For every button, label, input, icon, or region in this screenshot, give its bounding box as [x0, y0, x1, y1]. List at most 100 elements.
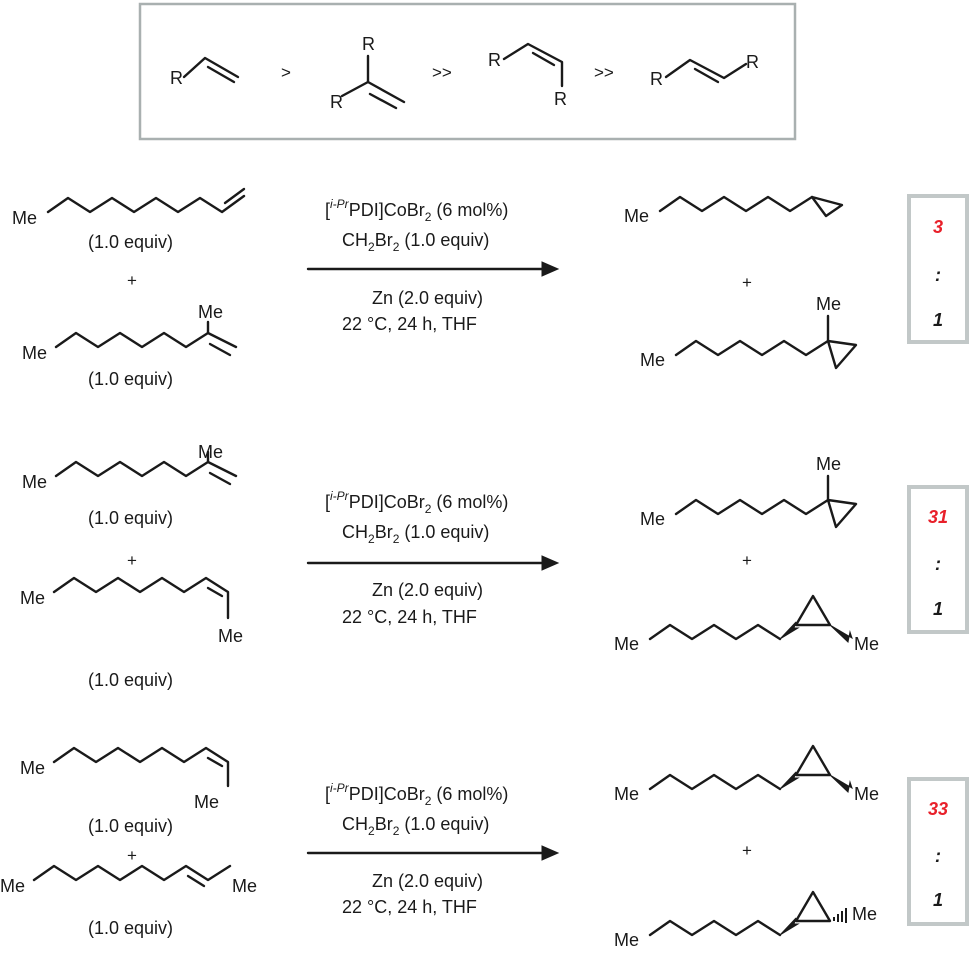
reaction-2: Me Me (1.0 equiv) + Me Me (1.0 equiv) [i…: [20, 442, 969, 690]
product-methylpentylcyclopropane: Me Me: [640, 294, 858, 370]
methyl-label: Me: [22, 472, 47, 492]
methyl-label: Me: [640, 509, 665, 529]
methyl-label: Me: [854, 634, 879, 654]
ratio-major: 31: [928, 507, 948, 527]
arrow-head: [541, 261, 560, 277]
methyl-label: Me: [640, 350, 665, 370]
reactant-cis-2-octene: Me Me (1.0 equiv): [20, 746, 230, 836]
reactant-trans-2-octene: Me Me (1.0 equiv): [0, 864, 257, 938]
methyl-label: Me: [194, 792, 219, 812]
group-r: R: [362, 34, 375, 54]
methyl-label: Me: [624, 206, 649, 226]
product-trans-cyclopropane: Me Me: [614, 890, 877, 950]
reductant-line: Zn (2.0 equiv): [372, 580, 483, 600]
arrow-head: [541, 555, 560, 571]
plus-sign: +: [127, 271, 137, 290]
order-operator: >>: [594, 63, 614, 82]
reactant-2-methyl-octene: Me Me (1.0 equiv): [22, 302, 238, 389]
ratio-separator: :: [935, 265, 941, 285]
methyl-label: Me: [816, 294, 841, 314]
reaction-1: Me (1.0 equiv) + Me Me (1.0 equiv) [i-Pr…: [12, 187, 969, 389]
methyl-label: Me: [614, 634, 639, 654]
plus-sign: +: [127, 846, 137, 865]
group-r: R: [330, 92, 343, 112]
equiv-label: (1.0 equiv): [88, 918, 173, 938]
plus-sign: +: [742, 551, 752, 570]
ratio-major: 33: [928, 799, 948, 819]
reactivity-order-frame: [138, 2, 797, 141]
reductant-line: Zn (2.0 equiv): [372, 288, 483, 308]
methyl-label: Me: [614, 784, 639, 804]
plus-sign: +: [742, 841, 752, 860]
product-cis-cyclopropane: Me Me: [614, 744, 879, 804]
methyl-label: Me: [198, 442, 223, 462]
ratio-separator: :: [935, 554, 941, 574]
methyl-label: Me: [852, 904, 877, 924]
conditions-3: [i-PrPDI]CoBr2 (6 mol%) CH2Br2 (1.0 equi…: [306, 781, 560, 917]
methyl-label: Me: [218, 626, 243, 646]
ratio-minor: 1: [933, 890, 943, 910]
methyl-label: Me: [614, 930, 639, 950]
geminal-alkene-structure: R R: [330, 34, 406, 112]
reactivity-order-panel: R > R R >> R R >> R R: [138, 2, 797, 141]
plus-sign: +: [127, 551, 137, 570]
reactant-1-octene: Me (1.0 equiv): [12, 187, 246, 252]
methyl-label: Me: [816, 454, 841, 474]
catalyst-line: [i-PrPDI]CoBr2 (6 mol%): [325, 197, 508, 224]
ratio-box-1: 3 : 1: [907, 194, 969, 344]
conditions-line: 22 °C, 24 h, THF: [342, 897, 477, 917]
product-methylpentylcyclopropane: Me Me: [640, 454, 858, 529]
group-r: R: [746, 52, 759, 72]
group-r: R: [488, 50, 501, 70]
methyl-label: Me: [198, 302, 223, 322]
methyl-label: Me: [20, 758, 45, 778]
hashed-bond: [833, 908, 847, 923]
ratio-box-3: 33 : 1: [907, 777, 969, 926]
equiv-label: (1.0 equiv): [88, 816, 173, 836]
order-operator: >>: [432, 63, 452, 82]
cis-alkene-structure: R R: [488, 42, 567, 109]
group-r: R: [170, 68, 183, 88]
trans-alkene-structure: R R: [650, 52, 759, 89]
dihalide-line: CH2Br2 (1.0 equiv): [342, 522, 489, 546]
reaction-3: Me Me (1.0 equiv) + Me Me (1.0 equiv) [i…: [0, 744, 969, 950]
terminal-alkene-structure: R: [170, 56, 240, 88]
ratio-major: 3: [933, 217, 943, 237]
equiv-label: (1.0 equiv): [88, 232, 173, 252]
dihalide-line: CH2Br2 (1.0 equiv): [342, 230, 489, 254]
ratio-box-2: 31 : 1: [907, 485, 969, 634]
catalyst-line: [i-PrPDI]CoBr2 (6 mol%): [325, 489, 508, 516]
product-cis-cyclopropane: Me Me: [614, 594, 879, 654]
reactant-cis-2-octene: Me Me (1.0 equiv): [20, 576, 243, 690]
conditions-line: 22 °C, 24 h, THF: [342, 607, 477, 627]
ratio-separator: :: [935, 846, 941, 866]
arrow-head: [541, 845, 560, 861]
conditions-1: [i-PrPDI]CoBr2 (6 mol%) CH2Br2 (1.0 equi…: [306, 197, 560, 334]
equiv-label: (1.0 equiv): [88, 508, 173, 528]
product-hexylcyclopropane: Me: [624, 195, 844, 226]
ratio-minor: 1: [933, 599, 943, 619]
reactant-2-methyl-octene: Me Me (1.0 equiv): [22, 442, 238, 528]
equiv-label: (1.0 equiv): [88, 369, 173, 389]
methyl-label: Me: [22, 343, 47, 363]
order-operator: >: [281, 63, 291, 82]
methyl-label: Me: [20, 588, 45, 608]
methyl-label: Me: [854, 784, 879, 804]
methyl-label: Me: [0, 876, 25, 896]
methyl-label: Me: [12, 208, 37, 228]
ratio-frame: [907, 777, 969, 926]
ratio-minor: 1: [933, 310, 943, 330]
equiv-label: (1.0 equiv): [88, 670, 173, 690]
methyl-label: Me: [232, 876, 257, 896]
conditions-line: 22 °C, 24 h, THF: [342, 314, 477, 334]
dihalide-line: CH2Br2 (1.0 equiv): [342, 814, 489, 838]
ratio-frame: [907, 485, 969, 634]
conditions-2: [i-PrPDI]CoBr2 (6 mol%) CH2Br2 (1.0 equi…: [306, 489, 560, 627]
group-r: R: [650, 69, 663, 89]
catalyst-line: [i-PrPDI]CoBr2 (6 mol%): [325, 781, 508, 808]
reductant-line: Zn (2.0 equiv): [372, 871, 483, 891]
plus-sign: +: [742, 273, 752, 292]
group-r: R: [554, 89, 567, 109]
ratio-frame: [907, 194, 969, 344]
